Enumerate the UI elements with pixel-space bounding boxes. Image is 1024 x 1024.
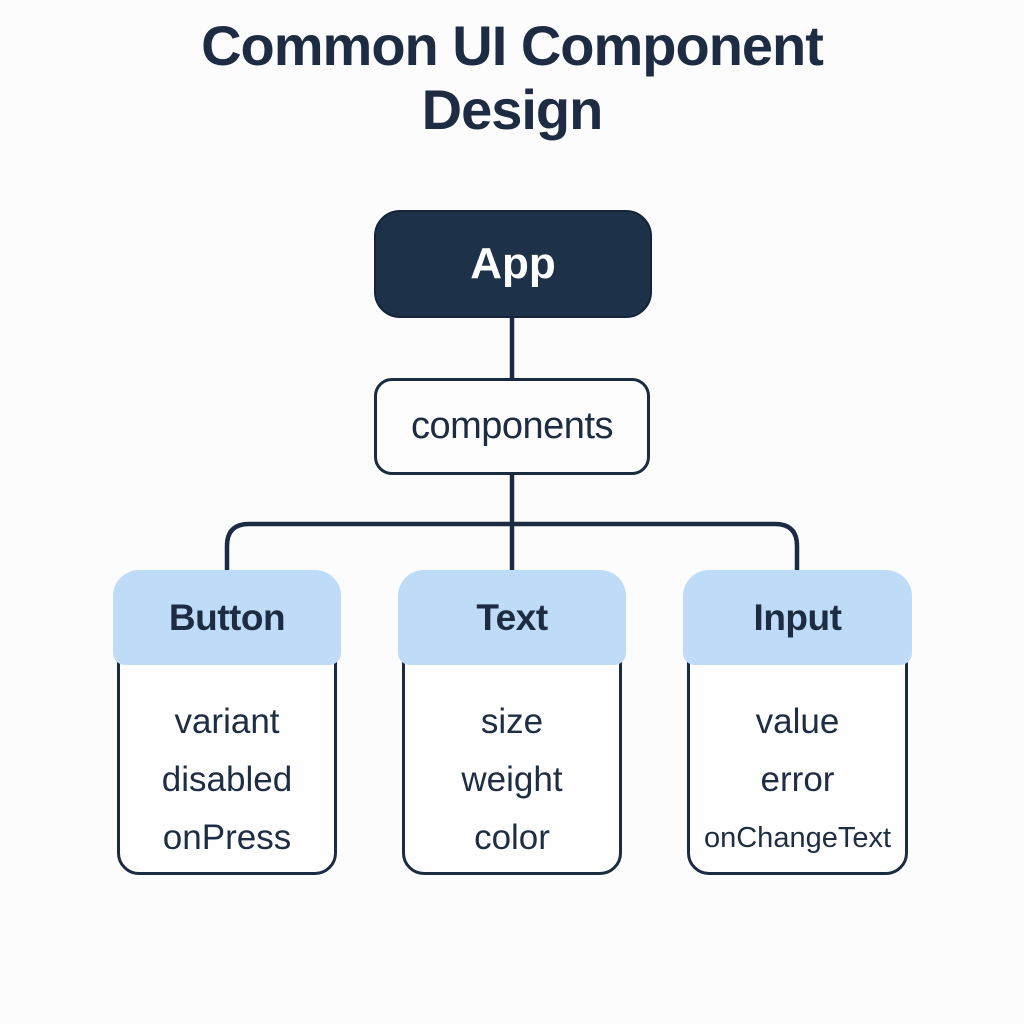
prop-weight: weight xyxy=(461,760,563,799)
prop-onpress: onPress xyxy=(162,818,292,857)
node-text-header: Text xyxy=(398,570,626,665)
prop-value: value xyxy=(755,702,840,741)
prop-onchangetext: onChangeText xyxy=(703,822,892,854)
node-input-header: Input xyxy=(683,570,912,665)
node-input-card: value error onChangeText Input xyxy=(683,570,912,875)
node-text-card: size weight color Text xyxy=(398,570,626,875)
prop-disabled: disabled xyxy=(161,760,293,799)
node-components: components xyxy=(374,378,650,475)
node-text-props: size weight color xyxy=(411,678,613,867)
node-button-header: Button xyxy=(113,570,341,665)
node-input-props: value error onChangeText xyxy=(696,678,899,867)
prop-error: error xyxy=(760,760,835,799)
connector-branch-bracket xyxy=(224,521,800,572)
node-components-label: components xyxy=(410,405,614,447)
node-button-props: variant disabled onPress xyxy=(126,678,328,867)
page-title: Common UI Component Design xyxy=(201,14,824,141)
node-app-label: App xyxy=(470,239,556,288)
prop-size: size xyxy=(480,702,544,741)
prop-color: color xyxy=(474,818,550,857)
node-button-label: Button xyxy=(168,596,286,638)
node-app: App xyxy=(374,210,652,318)
node-text-label: Text xyxy=(476,596,548,638)
prop-variant: variant xyxy=(174,702,280,741)
node-input-label: Input xyxy=(753,596,842,638)
node-button-card: variant disabled onPress Button xyxy=(113,570,341,875)
